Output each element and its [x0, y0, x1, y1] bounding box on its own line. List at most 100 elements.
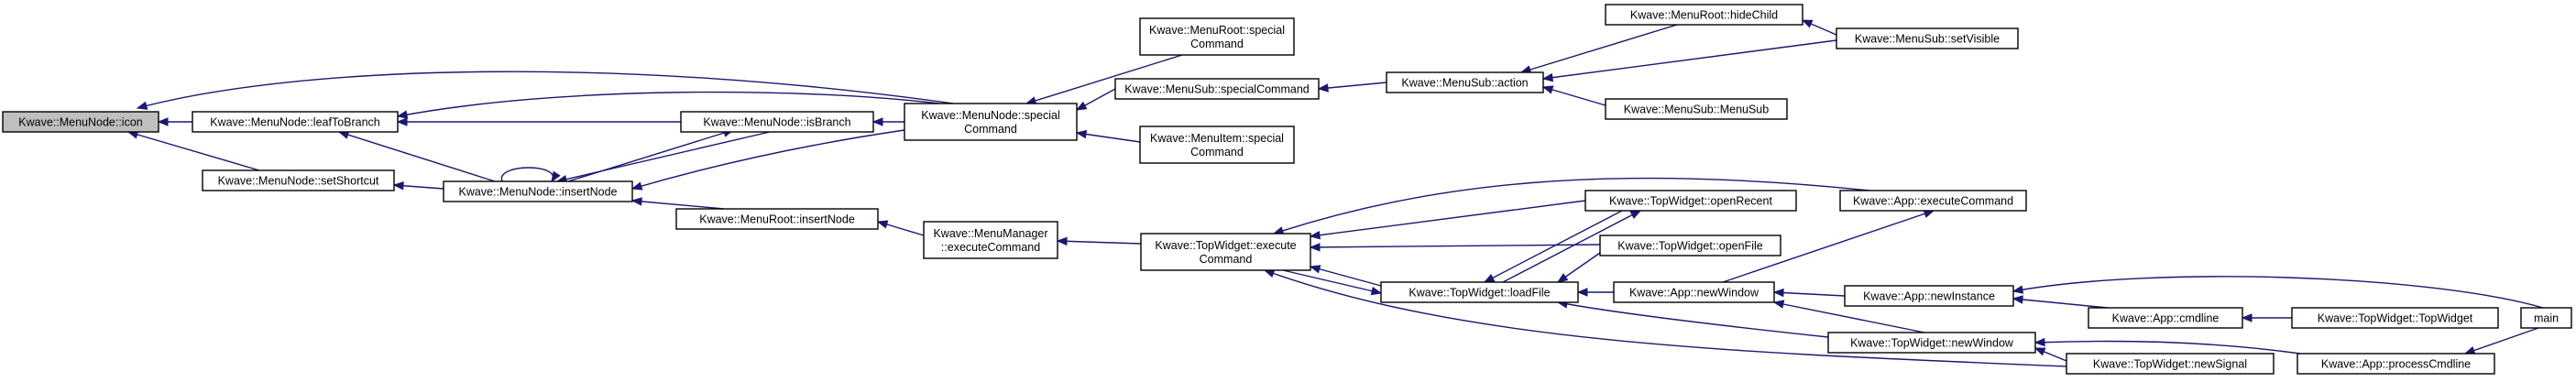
node-box — [675, 208, 879, 230]
node-itemSpecial[interactable]: Kwave::MenuItem::specialCommand — [1139, 126, 1295, 164]
node-label: Kwave::MenuNode::icon — [18, 116, 143, 129]
node-icon[interactable]: Kwave::MenuNode::icon — [2, 111, 159, 133]
node-label: Kwave::App::newWindow — [1629, 287, 1759, 300]
node-appNewWindow[interactable]: Kwave::App::newWindow — [1613, 281, 1775, 303]
edge-line — [1520, 24, 1678, 73]
edge-twCtor-to-cmdline — [2241, 313, 2292, 322]
node-isBranch[interactable]: Kwave::MenuNode::isBranch — [680, 111, 874, 133]
node-twCtor[interactable]: Kwave::TopWidget::TopWidget — [2291, 307, 2499, 329]
edge-line — [1773, 291, 1846, 297]
node-label: Kwave::MenuRoot::special — [1149, 24, 1285, 37]
node-label: Kwave::TopWidget::newWindow — [1850, 337, 2014, 350]
arrowhead — [2011, 295, 2023, 304]
node-openFile[interactable]: Kwave::TopWidget::openFile — [1599, 235, 1781, 256]
edge-line — [1557, 301, 1829, 338]
edge-line — [2012, 276, 2544, 309]
node-loadFile[interactable]: Kwave::TopWidget::loadFile — [1380, 281, 1579, 303]
node-twNewWindow[interactable]: Kwave::TopWidget::newWindow — [1827, 332, 2036, 354]
arrowhead — [1541, 85, 1554, 94]
edge-line — [1310, 200, 1586, 237]
edge-line — [1318, 82, 1387, 90]
edge-line — [127, 131, 260, 171]
edge-rootInsertNode-to-insertNode — [630, 197, 725, 210]
arrowhead — [1556, 273, 1569, 283]
node-label: Kwave::TopWidget::execute — [1155, 239, 1296, 252]
node-box — [1836, 27, 2019, 49]
node-setShortcut[interactable]: Kwave::MenuNode::setShortcut — [202, 169, 395, 191]
node-openRecent[interactable]: Kwave::TopWidget::openRecent — [1584, 190, 1797, 212]
edge-newSignal-to-twExec — [1263, 269, 2067, 367]
node-box — [2, 111, 159, 133]
node-cmdline[interactable]: Kwave::App::cmdline — [2088, 307, 2243, 329]
graph-edges — [126, 19, 2544, 367]
node-twExec[interactable]: Kwave::TopWidget::executeCommand — [1140, 233, 1311, 271]
arrowhead — [1263, 269, 1276, 278]
node-insertNode[interactable]: Kwave::MenuNode::insertNode — [443, 180, 633, 202]
edge-line — [501, 167, 554, 182]
edge-twExec-to-mgrExec — [1056, 236, 1142, 246]
arrowhead — [1317, 83, 1329, 93]
edge-rootSpecial-to-nodeSpecial — [1025, 54, 1183, 105]
arrowhead — [1309, 243, 1321, 252]
node-main[interactable]: main — [2520, 307, 2572, 329]
node-box — [443, 180, 633, 202]
node-rootSpecial[interactable]: Kwave::MenuRoot::specialCommand — [1139, 17, 1295, 56]
node-label: Kwave::MenuNode::setShortcut — [218, 175, 379, 188]
edge-processCmdline-to-twNewWindow — [2033, 337, 2301, 355]
edge-setVisible-to-subAction — [1541, 39, 1837, 82]
node-newInstance[interactable]: Kwave::App::newInstance — [1844, 285, 2014, 307]
node-leafToBranch[interactable]: Kwave::MenuNode::leafToBranch — [192, 111, 399, 133]
node-mgrExec[interactable]: Kwave::MenuManager::executeCommand — [923, 221, 1058, 259]
node-label: Kwave::MenuManager — [933, 227, 1047, 240]
node-box — [192, 111, 399, 133]
edge-line — [631, 200, 725, 210]
edge-nodeSpecial-to-leafToBranch — [396, 91, 940, 119]
arrowhead — [1309, 265, 1321, 274]
edge-subSpecial-to-nodeSpecial — [1075, 88, 1116, 111]
node-box — [680, 111, 874, 133]
node-box — [2066, 353, 2275, 375]
node-label: Kwave::App::processCmdline — [2321, 358, 2471, 371]
edge-isBranch-to-leafToBranch — [396, 117, 681, 126]
edge-line — [1076, 132, 1141, 143]
edge-nodeSpecial-to-isBranch — [871, 117, 904, 126]
node-processCmdline[interactable]: Kwave::App::processCmdline — [2296, 353, 2495, 375]
edge-twNewWindow-to-loadFile — [1556, 300, 1829, 338]
node-subAction[interactable]: Kwave::MenuSub::action — [1386, 71, 1544, 93]
node-box — [1584, 190, 1797, 212]
arrowhead — [396, 117, 408, 126]
arrowhead — [630, 181, 643, 191]
arrowhead — [1576, 288, 1588, 297]
edge-line — [567, 129, 734, 182]
node-setVisible[interactable]: Kwave::MenuSub::setVisible — [1836, 27, 2019, 49]
node-box — [1839, 190, 2027, 212]
edge-nodeSpecial-to-icon — [136, 71, 954, 110]
node-subSpecial[interactable]: Kwave::MenuSub::specialCommand — [1114, 78, 1320, 100]
edge-twExec-to-loadFile — [1282, 269, 1383, 296]
arrowhead — [2011, 285, 2024, 294]
node-newSignal[interactable]: Kwave::TopWidget::newSignal — [2066, 353, 2275, 375]
node-label: Kwave::MenuItem::special — [1150, 132, 1284, 145]
edge-twNewWindow-to-appNewWindow — [1772, 300, 1925, 333]
arrowhead — [1541, 72, 1554, 82]
node-nodeSpecial[interactable]: Kwave::MenuNode::specialCommand — [904, 103, 1078, 141]
node-menuSubCtor[interactable]: Kwave::MenuSub::MenuSub — [1605, 98, 1788, 120]
node-box — [1114, 78, 1320, 100]
node-hideChild[interactable]: Kwave::MenuRoot::hideChild — [1605, 4, 1803, 26]
edge-openRecent-to-twExec — [1309, 200, 1586, 240]
node-appExec[interactable]: Kwave::App::executeCommand — [1839, 190, 2027, 212]
edge-insertNode-to-insertNode — [501, 167, 561, 183]
arrowhead — [1056, 236, 1068, 246]
edge-appNewWindow-to-loadFile — [1576, 288, 1614, 297]
edge-line — [1282, 269, 1382, 294]
node-box — [202, 169, 395, 191]
node-label: ::executeCommand — [941, 241, 1040, 254]
edge-loadFile-to-twExec — [1309, 265, 1382, 287]
arrowhead — [1483, 273, 1496, 283]
node-rootInsertNode[interactable]: Kwave::MenuRoot::insertNode — [675, 208, 879, 230]
node-box — [1386, 71, 1544, 93]
arrowhead — [1629, 210, 1642, 220]
arrowhead — [136, 101, 148, 110]
node-box — [923, 221, 1058, 259]
arrowhead — [1370, 286, 1383, 296]
